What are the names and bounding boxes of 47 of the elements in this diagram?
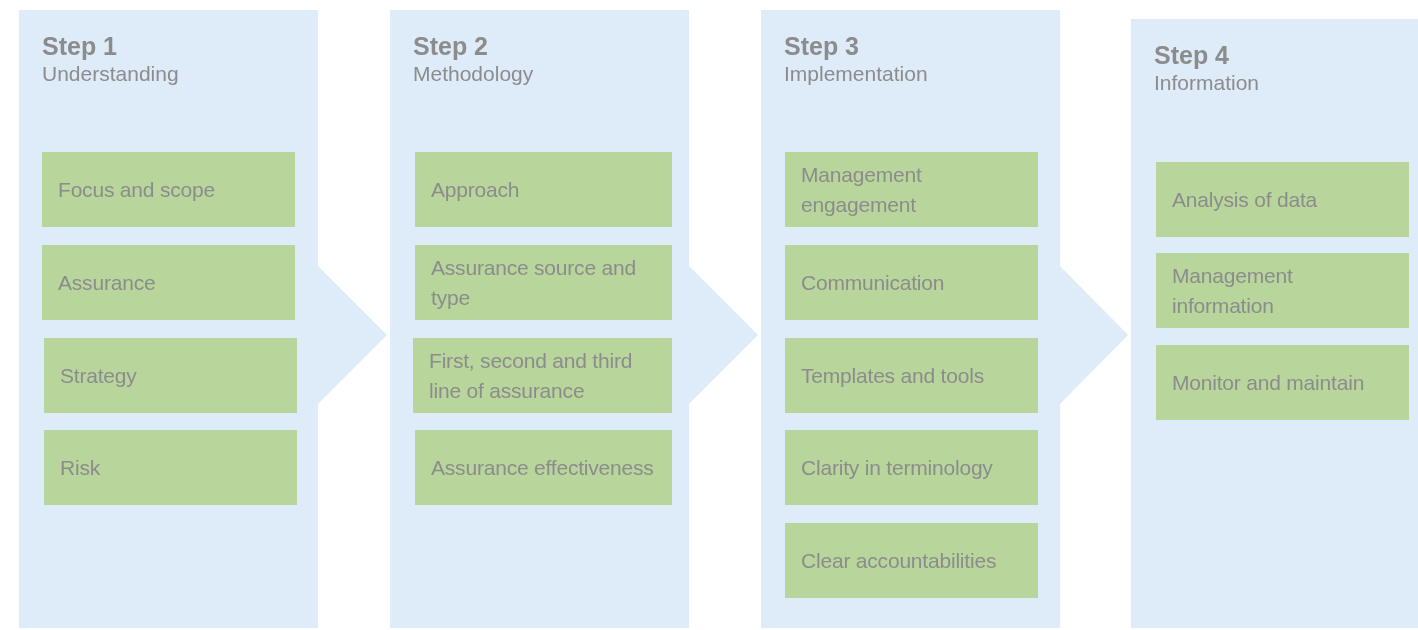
item-box — [785, 430, 1038, 505]
item-box — [42, 245, 295, 320]
item-label: Monitor and maintain — [1172, 369, 1365, 396]
item-label: Approach — [431, 176, 520, 203]
item-label: Assurance — [58, 269, 156, 296]
item-box — [413, 338, 672, 413]
step-heading: Step 1 — [42, 32, 118, 61]
step-subtitle: Information — [1154, 71, 1260, 95]
item-label: Communication — [801, 269, 945, 296]
chevron-arrow — [688, 265, 758, 405]
step-panel — [19, 10, 318, 628]
chevron-arrow — [317, 265, 387, 405]
step-heading: Step 2 — [413, 32, 489, 61]
step-panel — [1131, 19, 1418, 628]
step-heading: Step 4 — [1154, 41, 1230, 70]
item-label: Clarity in terminology — [801, 454, 993, 481]
step-subtitle: Implementation — [784, 62, 928, 86]
item-box — [415, 152, 672, 227]
item-label: Strategy — [60, 362, 137, 389]
item-box — [1156, 253, 1409, 328]
item-label: Assurance effectiveness — [431, 454, 654, 481]
chevron-arrow — [1059, 265, 1128, 405]
item-box — [1156, 345, 1409, 420]
item-label: Management information — [1172, 262, 1294, 319]
item-box — [785, 338, 1038, 413]
item-label: Assurance source and type — [431, 254, 637, 311]
item-box — [42, 152, 295, 227]
step-subtitle: Understanding — [42, 62, 179, 86]
item-box — [1156, 162, 1409, 237]
item-box — [44, 430, 297, 505]
item-label: Risk — [60, 454, 101, 481]
item-label: Analysis of data — [1172, 186, 1318, 213]
step-heading: Step 3 — [784, 32, 860, 61]
step-panel — [761, 10, 1060, 628]
item-label: Clear accountabilities — [801, 547, 997, 574]
item-box — [785, 523, 1038, 598]
item-box — [44, 338, 297, 413]
item-label: Templates and tools — [801, 362, 984, 389]
item-label: First, second and third line of assurance — [429, 347, 634, 404]
step-panel — [390, 10, 689, 628]
item-label: Management engagement — [801, 161, 923, 218]
item-box — [415, 245, 672, 320]
item-box — [785, 245, 1038, 320]
item-box — [785, 152, 1038, 227]
step-subtitle: Methodology — [413, 62, 534, 86]
item-label: Focus and scope — [58, 176, 215, 203]
item-box — [415, 430, 672, 505]
